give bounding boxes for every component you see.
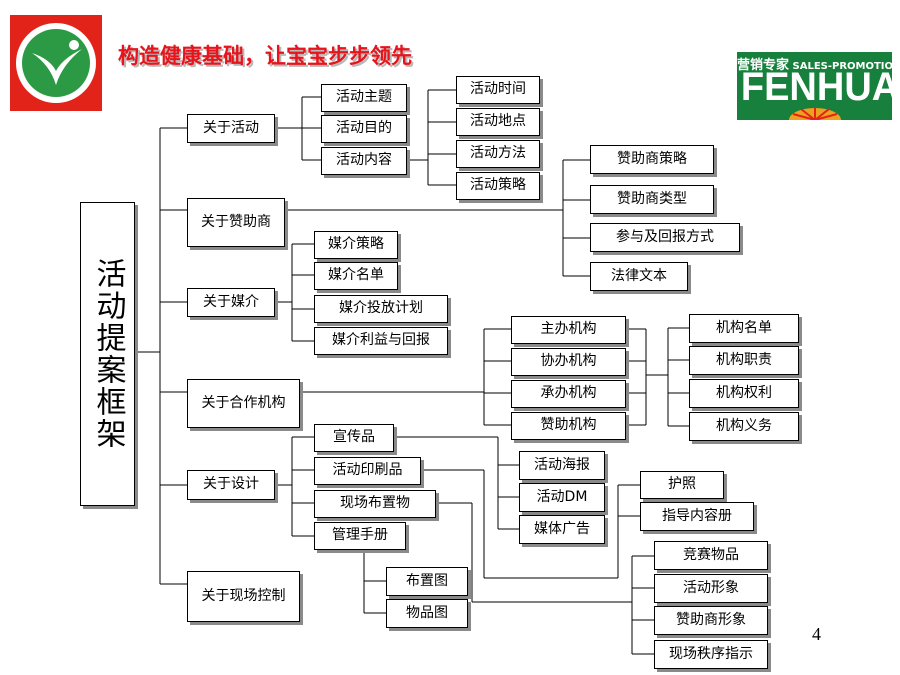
layout-item: 现场秩序指示 [654, 640, 768, 669]
design-item: 宣传品 [314, 424, 394, 452]
partner-sub-item: 机构权利 [689, 379, 799, 408]
sponsor-item: 法律文本 [590, 262, 688, 291]
partner-item: 赞助机构 [511, 412, 626, 440]
brand-wordmark: FENHUA [740, 65, 900, 109]
branch-partner: 关于合作机构 [187, 379, 300, 428]
partner-sub-item: 机构名单 [689, 314, 799, 343]
media-item: 媒介投放计划 [314, 295, 448, 323]
promo-item: 媒体广告 [519, 515, 605, 544]
branch-activity: 关于活动 [187, 114, 275, 143]
sponsor-item: 赞助商策略 [590, 145, 714, 174]
branch-onsite: 关于现场控制 [187, 571, 300, 622]
print-item: 护照 [640, 471, 724, 499]
activity-content-item: 活动方法 [456, 140, 540, 168]
media-item: 媒介策略 [314, 231, 398, 259]
partner-sub-item: 机构职责 [689, 346, 799, 375]
layout-item: 活动形象 [654, 574, 768, 603]
branch-media: 关于媒介 [187, 288, 275, 317]
partner-sub-item: 机构义务 [689, 412, 799, 441]
design-item: 现场布置物 [314, 490, 436, 518]
manual-item: 布置图 [386, 567, 468, 596]
layout-item: 竞赛物品 [654, 541, 768, 570]
promo-item: 活动DM [519, 483, 605, 512]
partner-item: 主办机构 [511, 316, 626, 344]
print-item: 指导内容册 [640, 502, 754, 531]
activity-content-item: 活动策略 [456, 172, 540, 200]
branch-sponsor: 关于赞助商 [187, 198, 285, 247]
activity-item: 活动目的 [321, 115, 407, 143]
root-node: 活动提案框架 [80, 202, 135, 506]
slogan: 构造健康基础，让宝宝步步领先 [118, 44, 412, 68]
activity-content-item: 活动地点 [456, 108, 540, 136]
design-item: 管理手册 [314, 522, 406, 550]
promo-item: 活动海报 [519, 451, 605, 480]
activity-item: 活动主题 [321, 84, 407, 112]
branch-design: 关于设计 [187, 470, 275, 500]
design-item: 活动印刷品 [314, 457, 421, 485]
activity-content-item: 活动时间 [456, 76, 540, 104]
sponsor-item: 参与及回报方式 [590, 223, 740, 252]
brand-tagline: 营销专家 SALES-PROMOTION [737, 58, 900, 73]
layout-item: 赞助商形象 [654, 606, 768, 635]
manual-item: 物品图 [386, 599, 468, 628]
sponsor-item: 赞助商类型 [590, 185, 714, 214]
partner-item: 协办机构 [511, 348, 626, 376]
activity-item: 活动内容 [321, 147, 407, 175]
page-number: 4 [812, 624, 821, 644]
media-item: 媒介利益与回报 [314, 327, 448, 355]
brand-logo: 营销专家 SALES-PROMOTION FENHUA [737, 52, 900, 120]
partner-item: 承办机构 [511, 380, 626, 408]
media-item: 媒介名单 [314, 262, 398, 290]
company-logo [10, 15, 102, 111]
